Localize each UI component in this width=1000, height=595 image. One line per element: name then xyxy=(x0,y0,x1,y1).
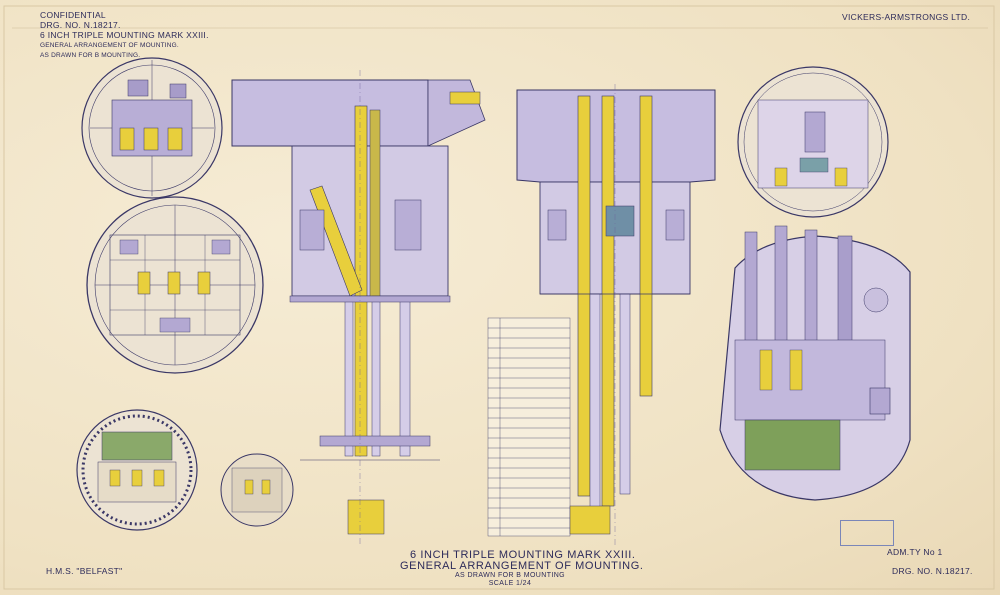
maker-label: VICKERS-ARMSTRONGS LTD. xyxy=(842,12,971,22)
title-block-line-1: 6 INCH TRIPLE MOUNTING MARK XXIII. xyxy=(410,549,636,561)
title-block-line-2: GENERAL ARRANGEMENT OF MOUNTING. xyxy=(400,560,644,572)
plan-section-circle-top-right xyxy=(737,66,889,218)
sheet-border xyxy=(3,5,995,590)
title-block-line-3: AS DRAWN FOR B MOUNTING xyxy=(454,572,566,579)
drawing-number-top: DRG. NO. N.18217. xyxy=(40,20,121,30)
subtitle-general-arrangement: GENERAL ARRANGEMENT OF MOUNTING. xyxy=(40,42,179,49)
reference-table xyxy=(487,317,571,537)
mounting-title: 6 INCH TRIPLE MOUNTING MARK XXIII. xyxy=(40,30,209,40)
plan-view-gunhouse xyxy=(719,225,911,501)
ship-name: H.M.S. "BELFAST" xyxy=(46,566,123,576)
confidential-label: CONFIDENTIAL xyxy=(40,10,106,20)
plan-section-circle-small xyxy=(220,453,294,527)
approval-stamp xyxy=(840,520,894,546)
title-block-scale: SCALE 1/24 xyxy=(488,580,532,587)
plan-section-circle-top-left xyxy=(81,57,223,199)
plan-section-circle-middle-left xyxy=(86,196,264,374)
drawing-number-bottom: DRG. NO. N.18217. xyxy=(892,566,973,576)
plan-section-circle-bottom-left xyxy=(76,409,198,531)
admiralty-number: ADM.TY No 1 xyxy=(887,547,943,557)
sectional-elevation-side xyxy=(231,79,486,535)
subtitle-as-drawn: AS DRAWN FOR B MOUNTING. xyxy=(40,52,141,59)
